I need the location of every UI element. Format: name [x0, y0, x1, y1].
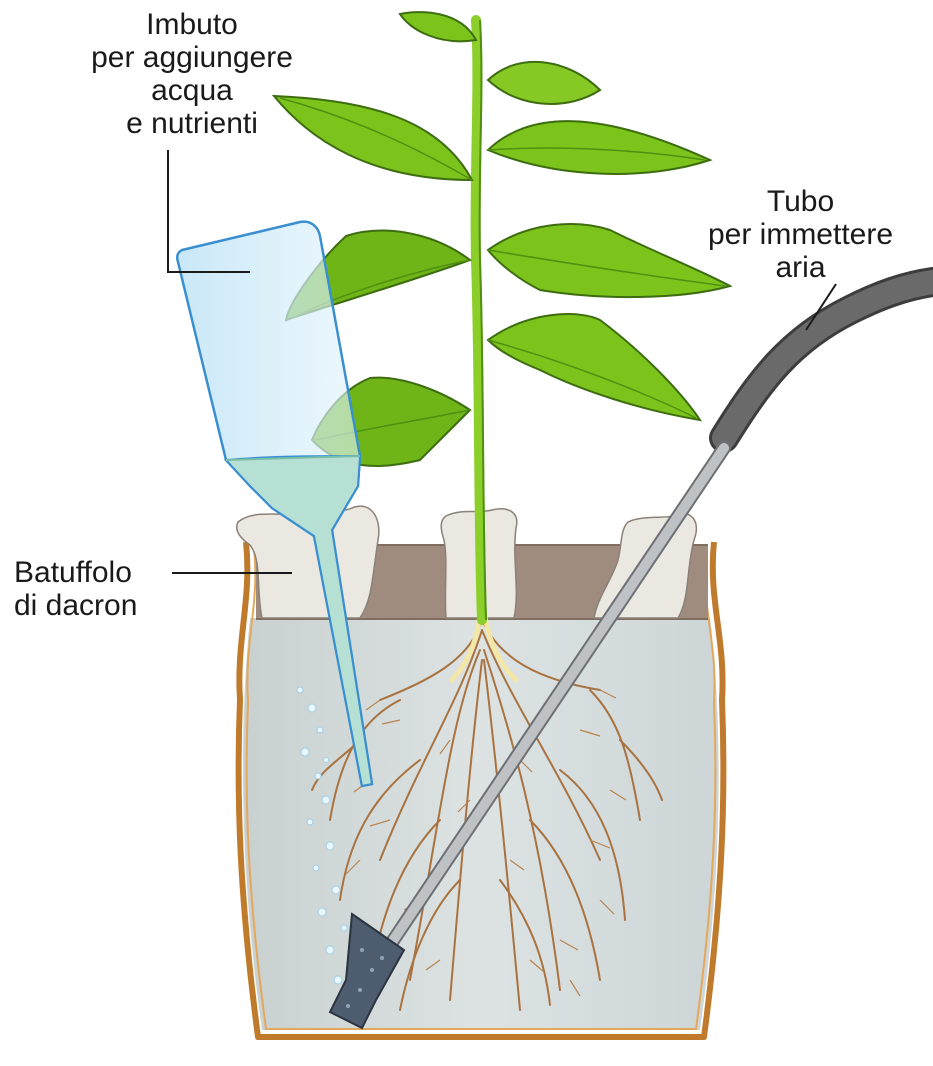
label-tube: Tubo per immettere aria [668, 185, 933, 284]
leaf-upper-right [488, 121, 710, 174]
label-funnel-line-2: per aggiungere [72, 41, 312, 74]
label-funnel-line-3: acqua [72, 74, 312, 107]
label-funnel: Imbuto per aggiungere acqua e nutrienti [72, 8, 312, 140]
label-dacron-line-2: di dacron [14, 589, 137, 622]
label-dacron: Batuffolo di dacron [14, 556, 137, 622]
label-tube-line-2: per immettere [668, 218, 933, 251]
label-dacron-line-1: Batuffolo [14, 556, 137, 589]
label-funnel-line-1: Imbuto [72, 8, 312, 41]
leaf-top-right [488, 62, 600, 104]
label-tube-line-3: aria [668, 251, 933, 284]
label-tube-line-1: Tubo [668, 185, 933, 218]
pot-body [243, 618, 719, 1030]
air-hose [724, 282, 933, 438]
leaf-top [400, 12, 476, 41]
label-funnel-line-4: e nutrienti [72, 107, 312, 140]
